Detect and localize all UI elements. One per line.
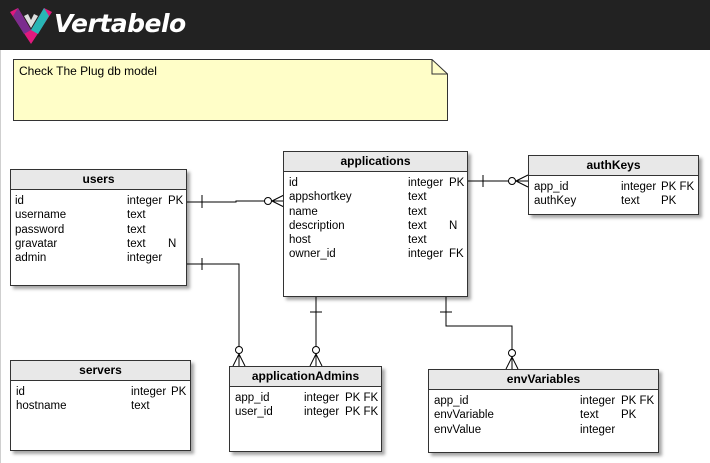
table-title: applicationAdmins [230, 367, 381, 387]
column-key: PK FK [345, 406, 379, 419]
column-name: id [289, 177, 298, 189]
table-applications[interactable]: applications id integer PK appshortkey text… [283, 151, 468, 297]
column-name: envValue [434, 423, 482, 436]
column-type: text [131, 400, 150, 413]
column-nullable: N [449, 219, 458, 232]
column-name: admin [15, 252, 47, 265]
table-title: envVariables [429, 370, 658, 390]
column-key: PK [171, 386, 187, 398]
column-type: text [621, 195, 640, 208]
column-type: integer [408, 248, 444, 261]
column-name: user_id [235, 406, 273, 419]
table-row[interactable]: owner_id integer FK [284, 247, 467, 261]
table-row[interactable]: authKey text PK [529, 194, 698, 208]
column-name: id [15, 195, 24, 207]
column-name: username [15, 209, 67, 222]
column-type: text [408, 191, 427, 204]
column-type: text [127, 237, 146, 250]
column-key: PK FK [661, 181, 695, 193]
column-name: name [289, 205, 318, 218]
table-title: servers [11, 361, 190, 381]
table-title: applications [284, 152, 467, 172]
table-row[interactable]: appshortkey text [284, 190, 467, 204]
column-type: text [127, 209, 146, 222]
app-name[interactable]: Vertabelo [54, 9, 186, 38]
table-row[interactable]: username text [11, 208, 186, 222]
column-name: host [289, 234, 311, 247]
column-type: integer [408, 177, 444, 189]
column-type: text [408, 205, 427, 218]
table-row[interactable]: host text [284, 233, 467, 247]
column-key: FK [449, 248, 464, 261]
column-name: gravatar [15, 237, 58, 250]
column-name: app_id [534, 181, 569, 193]
column-name: appshortkey [289, 191, 352, 204]
top-bar: Vertabelo [0, 0, 710, 50]
table-authkeys[interactable]: authKeys app_id integer PK FK authKey text P… [528, 155, 699, 215]
column-type: text [127, 223, 146, 236]
table-row[interactable]: gravatar text N [11, 237, 186, 251]
column-name: owner_id [289, 248, 336, 261]
column-type: integer [580, 395, 616, 407]
column-type: integer [304, 392, 340, 404]
table-row[interactable]: hostname text [11, 399, 190, 413]
table-row[interactable]: envVariable text PK [429, 408, 658, 422]
column-key: PK [449, 177, 465, 189]
column-name: hostname [16, 400, 67, 413]
table-users[interactable]: users id integer PK username text password t… [10, 169, 187, 286]
table-row[interactable]: id integer PK [11, 385, 190, 399]
column-name: description [289, 219, 345, 232]
table-row[interactable]: user_id integer PK FK [230, 405, 381, 419]
column-key: PK [661, 195, 677, 208]
column-name: app_id [235, 392, 270, 404]
table-row[interactable]: id integer PK [11, 194, 186, 208]
column-key: PK [168, 195, 184, 207]
column-name: envVariable [434, 409, 494, 422]
column-type: integer [304, 406, 340, 419]
table-row[interactable]: name text [284, 205, 467, 219]
column-type: integer [131, 386, 167, 398]
column-name: app_id [434, 395, 469, 407]
table-title: authKeys [529, 156, 698, 176]
table-servers[interactable]: servers id integer PK hostname text [10, 360, 191, 451]
column-name: authKey [534, 195, 577, 208]
column-key: PK FK [345, 392, 379, 404]
column-type: integer [127, 195, 163, 207]
column-nullable: N [168, 237, 177, 250]
column-type: text [408, 219, 427, 232]
column-type: integer [621, 181, 657, 193]
table-row[interactable]: description text N [284, 219, 467, 233]
table-row[interactable]: app_id integer PK FK [529, 180, 698, 194]
table-row[interactable]: id integer PK [284, 176, 467, 190]
table-row[interactable]: password text [11, 223, 186, 237]
column-type: integer [127, 252, 163, 265]
column-key: PK [621, 409, 637, 422]
table-row[interactable]: admin integer [11, 251, 186, 265]
column-type: text [580, 409, 599, 422]
note-text: Check The Plug db model [19, 64, 157, 78]
table-row[interactable]: envValue integer [429, 423, 658, 437]
vertabelo-logo-icon[interactable] [10, 8, 52, 44]
table-row[interactable]: app_id integer PK FK [429, 394, 658, 408]
column-type: text [408, 234, 427, 247]
column-type: integer [580, 423, 616, 436]
table-title: users [11, 170, 186, 190]
note-shape[interactable] [13, 59, 448, 121]
table-row[interactable]: app_id integer PK FK [230, 391, 381, 405]
column-name: password [15, 223, 65, 236]
column-name: id [16, 386, 25, 398]
column-key: PK FK [621, 395, 655, 407]
